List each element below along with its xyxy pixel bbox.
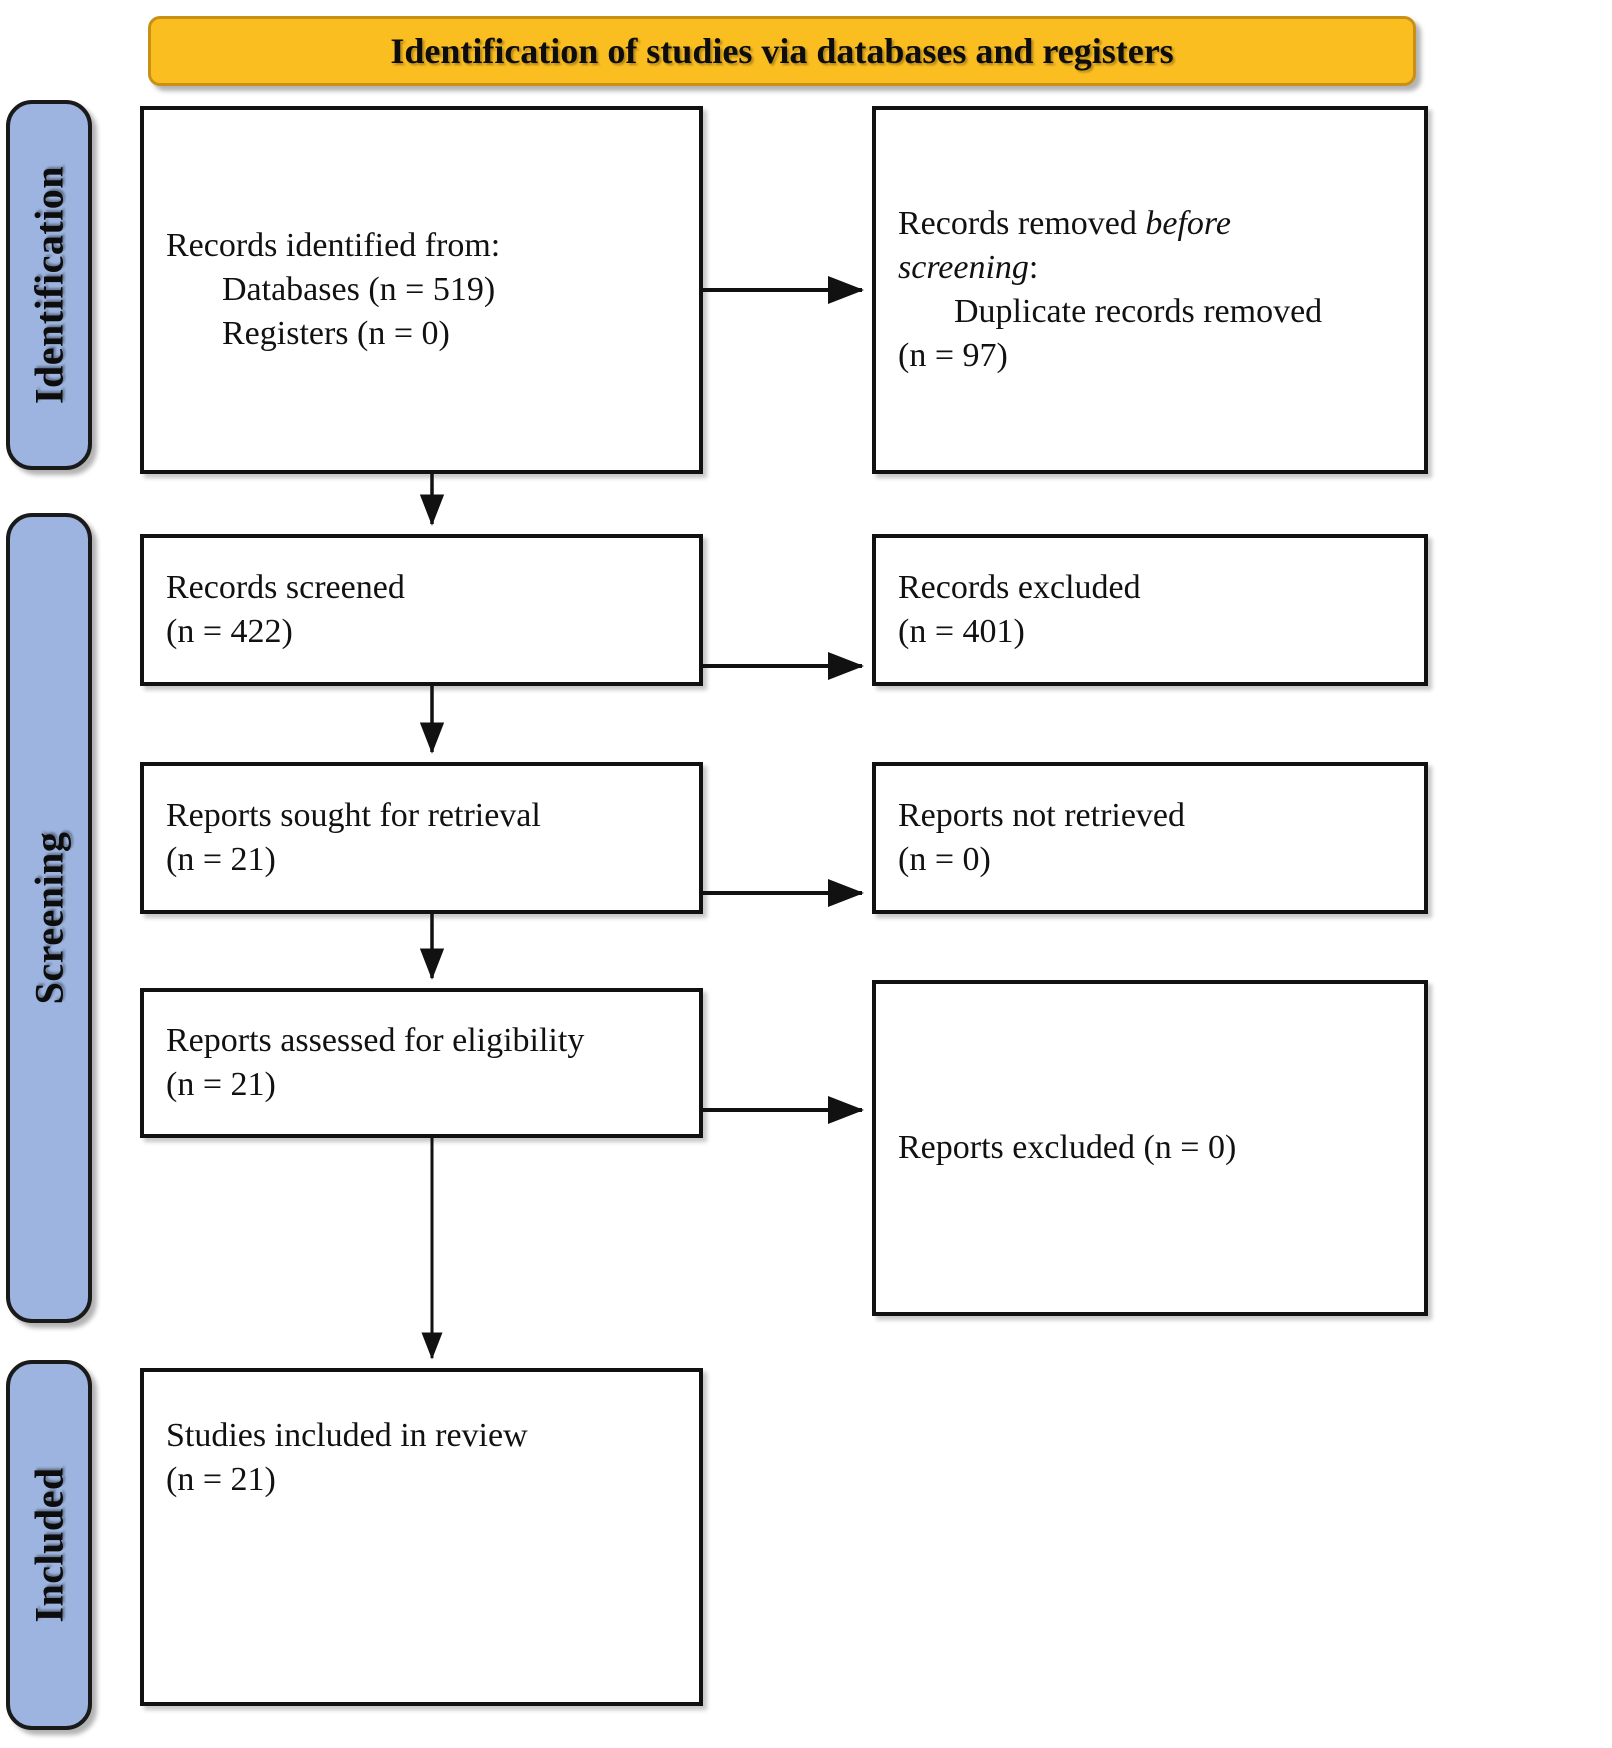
- reports-sought-count: (n = 21): [166, 841, 276, 878]
- box-records-screened: Records screened (n = 422): [140, 534, 703, 686]
- phase-pill-identification: Identification: [6, 100, 92, 470]
- records-removed-line2: screening:: [898, 246, 1402, 290]
- box-reports-excluded: Reports excluded (n = 0): [872, 980, 1428, 1316]
- records-removed-line1-pre: Records removed: [898, 204, 1146, 242]
- records-excluded-line1: Records excluded: [898, 568, 1141, 606]
- phase-label-identification: Identification: [26, 165, 72, 405]
- studies-included-line1: Studies included in review: [166, 1417, 528, 1454]
- page-title: Identification of studies via databases …: [390, 31, 1174, 71]
- records-screened-count: (n = 422): [166, 613, 293, 650]
- reports-not-retrieved-count: (n = 0): [898, 841, 991, 878]
- records-removed-line1-italic: before: [1145, 204, 1231, 242]
- phase-label-screening: Screening: [26, 831, 72, 1005]
- reports-assessed-line1: Reports assessed for eligibility: [166, 1021, 585, 1059]
- reports-excluded-line1: Reports excluded (n = 0): [898, 1128, 1237, 1166]
- box-reports-assessed: Reports assessed for eligibility (n = 21…: [140, 988, 703, 1138]
- records-removed-count: (n = 97): [898, 337, 1008, 375]
- records-removed-line1: Records removed before: [898, 205, 1231, 242]
- records-screened-line1: Records screened: [166, 568, 405, 606]
- box-reports-not-retrieved: Reports not retrieved (n = 0): [872, 762, 1428, 914]
- records-identified-line1: Records identified from:: [166, 226, 501, 264]
- box-records-removed: Records removed before screening: Duplic…: [872, 106, 1428, 474]
- records-removed-line2-italic: screening: [898, 248, 1029, 286]
- records-removed-line2-post: :: [1028, 248, 1039, 286]
- box-records-identified: Records identified from: Databases (n = …: [140, 106, 703, 474]
- reports-not-retrieved-line1: Reports not retrieved: [898, 796, 1186, 834]
- box-records-excluded: Records excluded (n = 401): [872, 534, 1428, 686]
- phase-label-included: Included: [26, 1467, 72, 1623]
- reports-assessed-count: (n = 21): [166, 1066, 276, 1103]
- records-removed-duplicates: Duplicate records removed: [954, 293, 1323, 330]
- phase-pill-screening: Screening: [6, 513, 92, 1323]
- box-studies-included: Studies included in review (n = 21): [140, 1368, 703, 1706]
- phase-pill-included: Included: [6, 1360, 92, 1730]
- studies-included-count: (n = 21): [166, 1461, 276, 1499]
- records-identified-registers: Registers (n = 0): [222, 315, 450, 353]
- reports-sought-line1: Reports sought for retrieval: [166, 796, 541, 834]
- box-reports-sought: Reports sought for retrieval (n = 21): [140, 762, 703, 914]
- records-identified-databases: Databases (n = 519): [222, 270, 496, 308]
- diagram-title-banner: Identification of studies via databases …: [148, 16, 1416, 86]
- records-excluded-count: (n = 401): [898, 613, 1025, 650]
